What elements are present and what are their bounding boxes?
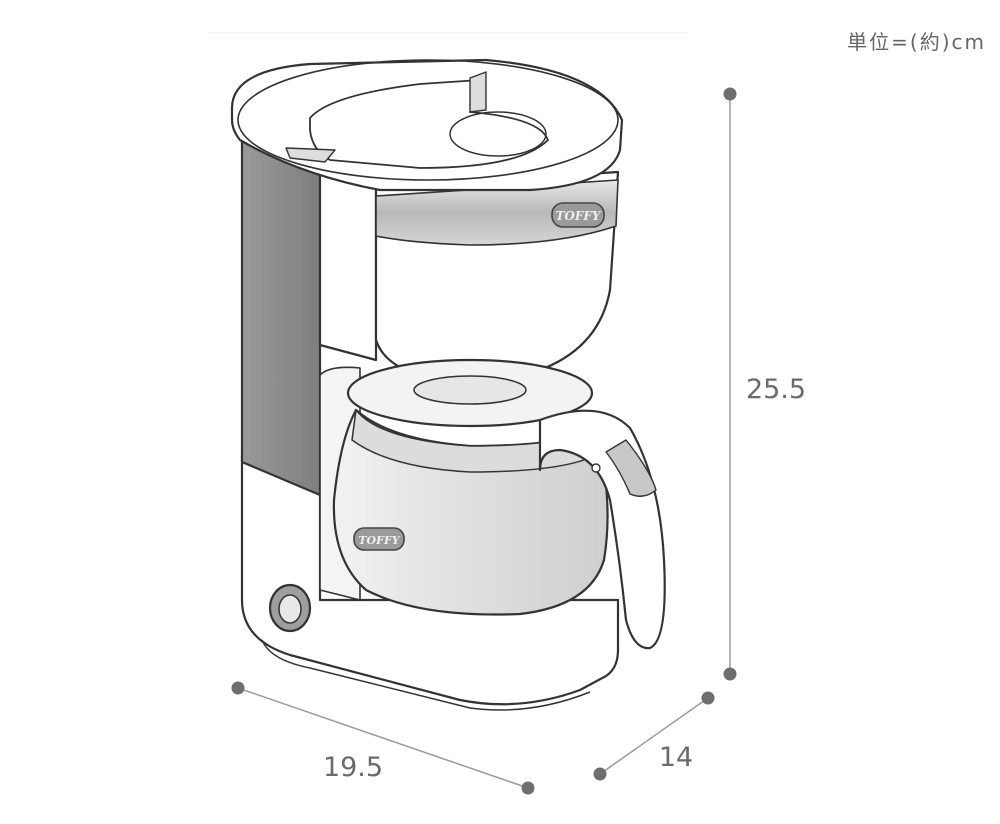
width-value: 19.5 — [323, 752, 383, 783]
dimension-depth: 14 — [593, 691, 715, 781]
front-column — [318, 158, 378, 362]
coffee-maker-illustration: TOFFY TOFFY — [230, 58, 666, 711]
height-top-dot — [723, 87, 737, 101]
depth-line — [599, 697, 709, 775]
dimension-height: 25.5 — [723, 87, 806, 681]
width-left-dot — [231, 681, 245, 695]
brand-badge-top-text: TOFFY — [556, 209, 602, 223]
dimension-width: 19.5 — [231, 681, 535, 795]
height-bottom-dot — [723, 667, 737, 681]
lid-center-ring — [449, 111, 547, 157]
height-value: 25.5 — [746, 374, 806, 405]
steel-band — [375, 179, 619, 246]
depth-top-dot — [701, 691, 715, 705]
unit-label: 単位=(約)cm — [847, 30, 986, 54]
brand-badge-carafe — [353, 527, 405, 551]
width-line — [237, 687, 529, 789]
width-right-dot — [521, 781, 535, 795]
depth-bottom-dot — [593, 767, 607, 781]
lid-hinge-tab — [469, 71, 487, 113]
carafe-lid-knob — [413, 375, 527, 405]
carafe-handle-grip — [605, 439, 657, 497]
brand-badge-top — [551, 202, 605, 228]
lid-front-tab — [285, 147, 336, 163]
power-switch-button — [278, 594, 302, 624]
machine-base — [240, 453, 620, 706]
base-bottom-rim — [261, 639, 591, 711]
depth-value: 14 — [659, 742, 693, 773]
handle-rivet — [591, 463, 601, 473]
lid-rim — [237, 59, 619, 181]
side-panel — [240, 136, 322, 497]
brand-badge-carafe-text: TOFFY — [358, 534, 400, 547]
